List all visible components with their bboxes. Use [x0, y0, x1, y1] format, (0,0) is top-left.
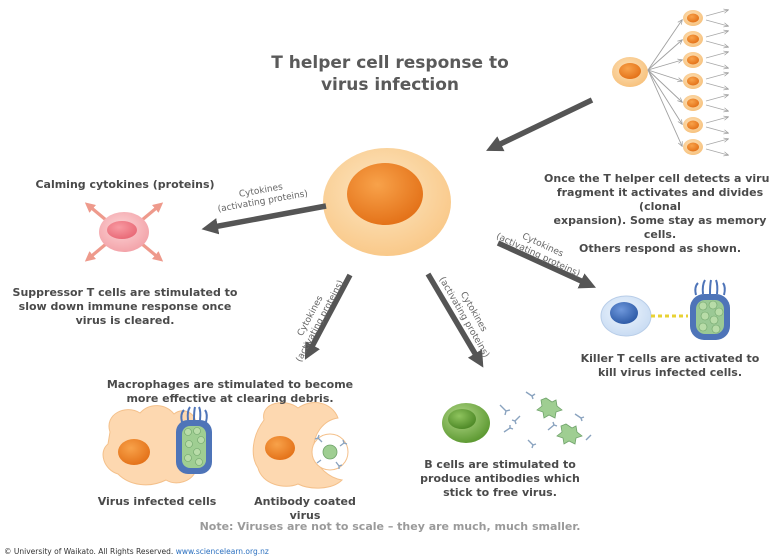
clone-cells	[683, 10, 703, 155]
clone-cell	[683, 117, 703, 133]
macrophage-engulfing-infected-cell	[102, 405, 212, 486]
page-title: T helper cell response to virus infectio…	[230, 52, 550, 96]
bcell-line-3: stick to free virus.	[443, 486, 557, 499]
clone-outgoing-arrows	[705, 10, 728, 155]
clone-cell	[683, 31, 703, 47]
clone-cell	[683, 95, 703, 111]
clone-cell	[683, 52, 703, 68]
killer-target-infected-cell	[690, 279, 730, 340]
macrophage-line-1: Macrophages are stimulated to become	[106, 378, 354, 391]
arrow-to-killer	[496, 240, 597, 289]
suppressor-line-1: Suppressor T cells are stimulated to	[12, 286, 238, 299]
title-line-1: T helper cell response to	[271, 53, 509, 73]
bcell-line-2: produce antibodies which	[420, 472, 580, 485]
suppressor-t-cell	[84, 202, 164, 262]
macrophage-line-2: more effective at clearing debris.	[126, 392, 334, 405]
suppressor-line-3: virus is cleared.	[75, 314, 175, 327]
suppressor-caption: Suppressor T cells are stimulated to slo…	[10, 286, 240, 328]
macrophage-engulfing-virus	[252, 402, 349, 489]
killer-line-2: kill virus infected cells.	[597, 366, 743, 379]
central-helper-cell	[323, 148, 451, 256]
clonal-line-3: expansion). Some stay as memory cells.	[553, 214, 767, 241]
clonal-line-4: Others respond as shown.	[578, 242, 741, 255]
killer-caption: Killer T cells are activated to kill vir…	[570, 352, 770, 380]
arrow-to-suppressor	[201, 203, 327, 235]
site-link[interactable]: www.sciencelearn.org.nz	[175, 547, 269, 556]
coated-virus	[322, 444, 338, 460]
b-cell	[442, 403, 490, 443]
clonal-expansion-caption: Once the T helper cell detects a virus f…	[540, 172, 770, 256]
footer: © University of Waikato. All Rights Rese…	[4, 547, 269, 556]
antibodies	[499, 391, 592, 449]
clone-cell	[683, 73, 703, 89]
suppressor-line-2: slow down immune response once	[18, 300, 232, 313]
bcell-line-1: B cells are stimulated to	[424, 458, 576, 471]
clonal-line-2: fragment it activates and divides (clona…	[556, 186, 764, 213]
killer-line-1: Killer T cells are activated to	[580, 352, 760, 365]
title-line-2: virus infection	[320, 75, 460, 95]
calming-cytokine-arrows	[84, 202, 164, 262]
killer-t-cell	[600, 295, 688, 337]
source-helper-cell	[612, 57, 648, 87]
calming-cytokines-heading: Calming cytokines (proteins)	[35, 178, 215, 191]
clone-cell	[683, 139, 703, 155]
macrophage-caption: Macrophages are stimulated to become mor…	[100, 378, 360, 406]
scale-note: Note: Viruses are not to scale – they ar…	[199, 520, 581, 533]
clone-cell	[683, 10, 703, 26]
copyright-text: © University of Waikato. All Rights Rese…	[4, 547, 174, 556]
antibody-coated-virus-label: Antibody coated virus	[254, 495, 356, 522]
arrow-to-helper	[486, 97, 594, 152]
arrow-to-macrophage	[304, 273, 353, 360]
b-cell-caption: B cells are stimulated to produce antibo…	[415, 458, 585, 500]
arrow-to-bcell	[425, 272, 484, 368]
clonal-line-1: Once the T helper cell detects a virus	[544, 172, 770, 185]
virus-infected-cells-label: Virus infected cells	[97, 495, 217, 508]
clonal-expansion-lines	[647, 20, 682, 146]
free-viruses	[536, 397, 583, 445]
